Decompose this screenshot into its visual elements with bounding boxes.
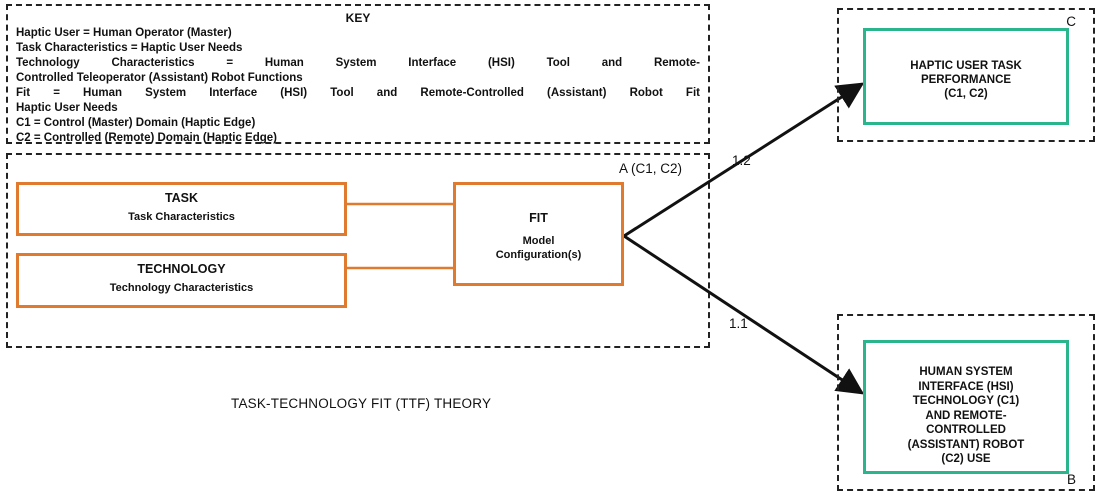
arrow-to-hsi-use: [623, 234, 865, 395]
region-c-label: C: [1066, 14, 1076, 29]
key-line: Haptic User Needs: [16, 102, 118, 114]
key-lines: Haptic User = Human Operator (Master) Ta…: [16, 26, 700, 146]
key-panel: KEY Haptic User = Human Operator (Master…: [6, 4, 710, 144]
key-line: Fit = Human System Interface (HSI) Tool …: [16, 87, 700, 99]
performance-box: HAPTIC USER TASK PERFORMANCE (C1, C2): [863, 28, 1069, 125]
key-line: C1 = Control (Master) Domain (Haptic Edg…: [16, 117, 256, 129]
key-line: Technology Characteristics = Human Syste…: [16, 57, 700, 69]
performance-line: HAPTIC USER TASK: [910, 60, 1022, 72]
performance-line: PERFORMANCE: [920, 74, 1012, 86]
task-box: TASK Task Characteristics: [16, 182, 347, 236]
region-b-label: B: [1066, 472, 1076, 487]
region-a: A (C1, C2): [6, 153, 710, 348]
arrow-label-lower: 1.1: [729, 316, 748, 331]
task-title: TASK: [164, 191, 199, 205]
arrow-label-upper: 1.2: [732, 153, 751, 168]
technology-box: TECHNOLOGY Technology Characteristics: [16, 253, 347, 308]
technology-title: TECHNOLOGY: [137, 262, 226, 276]
hsi-use-line: INTERFACE (HSI): [918, 380, 1014, 393]
fit-line2: Configuration(s): [495, 249, 582, 261]
key-line: Task Characteristics = Haptic User Needs: [16, 42, 243, 54]
key-line: Controlled Teleoperator (Assistant) Robo…: [16, 72, 303, 84]
fit-box: FIT Model Configuration(s): [453, 182, 624, 286]
region-c: C: [837, 8, 1095, 142]
theory-label: TASK-TECHNOLOGY FIT (TTF) THEORY: [231, 396, 492, 411]
fit-title: FIT: [529, 211, 548, 225]
key-line: Haptic User = Human Operator (Master): [16, 27, 232, 39]
hsi-use-box: HUMAN SYSTEM INTERFACE (HSI) TECHNOLOGY …: [863, 340, 1069, 474]
performance-line: (C1, C2): [944, 88, 988, 100]
hsi-use-line: CONTROLLED: [926, 424, 1006, 436]
hsi-use-line: AND REMOTE-: [925, 409, 1007, 422]
fit-line1: Model: [522, 235, 555, 247]
hsi-use-line: TECHNOLOGY (C1): [912, 395, 1020, 407]
region-a-label: A (C1, C2): [618, 161, 682, 176]
hsi-use-line: (ASSISTANT) ROBOT: [907, 438, 1025, 451]
performance-text: HAPTIC USER TASK PERFORMANCE (C1, C2): [866, 59, 1066, 101]
task-subtitle: Task Characteristics: [128, 211, 235, 223]
region-b: B: [837, 314, 1095, 491]
hsi-use-text: HUMAN SYSTEM INTERFACE (HSI) TECHNOLOGY …: [866, 365, 1066, 467]
hsi-use-line: (C2) USE: [941, 453, 991, 465]
arrow-to-performance: [623, 82, 865, 238]
key-line: C2 = Controlled (Remote) Domain (Haptic …: [16, 132, 278, 144]
key-title: KEY: [345, 11, 371, 25]
technology-subtitle: Technology Characteristics: [109, 282, 254, 294]
hsi-use-line: HUMAN SYSTEM: [919, 366, 1013, 378]
